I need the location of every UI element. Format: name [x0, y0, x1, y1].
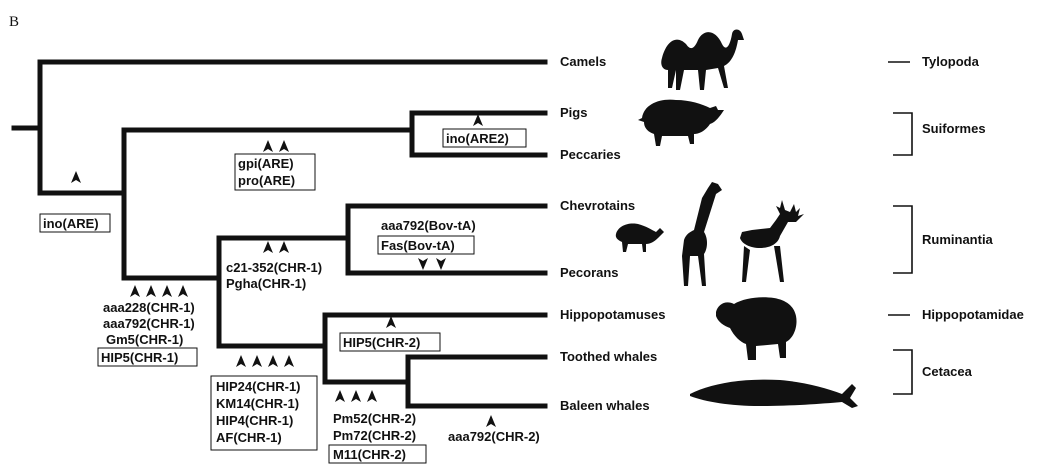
marker-c21: c21-352(CHR-1)	[226, 260, 322, 275]
arrowhead-aaa792-bovta	[418, 258, 428, 270]
arrowhead-c21	[263, 241, 273, 253]
marker-pgha: Pgha(CHR-1)	[226, 276, 306, 291]
marker-af: AF(CHR-1)	[216, 430, 282, 445]
marker-hip24: HIP24(CHR-1)	[216, 379, 301, 394]
hippopotamus-icon	[716, 297, 797, 360]
taxon-toothed-whales: Toothed whales	[560, 349, 657, 364]
arrowhead-hip5-chr1	[178, 285, 188, 297]
marker-labels: ino(ARE) gpi(ARE) pro(ARE) ino(ARE2) aaa…	[40, 129, 540, 463]
group-hippopotamidae: Hippopotamidae	[922, 307, 1024, 322]
taxon-pecorans: Pecorans	[560, 265, 619, 280]
marker-hip5-chr2: HIP5(CHR-2)	[343, 335, 420, 350]
marker-fas-bovta: Fas(Bov-tA)	[381, 238, 455, 253]
arrowhead-aaa792-chr2	[486, 415, 496, 427]
panel-label: B	[9, 14, 19, 30]
marker-aaa228: aaa228(CHR-1)	[103, 300, 195, 315]
taxon-camels: Camels	[560, 54, 606, 69]
arrowhead-pm72	[351, 390, 361, 402]
marker-aaa792-bovta: aaa792(Bov-tA)	[381, 218, 476, 233]
giraffe-icon	[682, 182, 722, 286]
marker-aaa792-chr2: aaa792(CHR-2)	[448, 429, 540, 444]
arrowhead-af	[284, 355, 294, 367]
tree-branches	[14, 62, 545, 406]
camel-icon	[661, 30, 744, 91]
chevrotain-icon	[616, 223, 664, 252]
marker-hip4: HIP4(CHR-1)	[216, 413, 293, 428]
marker-gm5: Gm5(CHR-1)	[106, 332, 183, 347]
arrowhead-hip24	[236, 355, 246, 367]
taxon-pigs: Pigs	[560, 105, 587, 120]
ruminantia-bracket	[893, 206, 912, 273]
group-tylopoda: Tylopoda	[922, 54, 980, 69]
arrowhead-aaa228	[130, 285, 140, 297]
arrowhead-hip5-chr2	[386, 316, 396, 328]
marker-pm72: Pm72(CHR-2)	[333, 428, 416, 443]
marker-km14: KM14(CHR-1)	[216, 396, 299, 411]
arrowhead-ino-are2	[473, 114, 483, 126]
arrowhead-km14	[252, 355, 262, 367]
group-ruminantia: Ruminantia	[922, 232, 994, 247]
marker-pro-are: pro(ARE)	[238, 173, 295, 188]
marker-gpi-are: gpi(ARE)	[238, 156, 294, 171]
whale-icon	[690, 380, 858, 408]
arrowhead-gm5	[162, 285, 172, 297]
arrowhead-aaa792-chr1	[146, 285, 156, 297]
group-cetacea: Cetacea	[922, 364, 973, 379]
taxon-baleen-whales: Baleen whales	[560, 398, 650, 413]
taxon-hippos: Hippopotamuses	[560, 307, 665, 322]
arrowhead-hip4	[268, 355, 278, 367]
arrowhead-fas-bovta	[436, 258, 446, 270]
marker-ino-are2: ino(ARE2)	[446, 131, 509, 146]
cetacea-bracket	[893, 350, 912, 394]
marker-hip5-chr1: HIP5(CHR-1)	[101, 350, 178, 365]
pig-icon	[638, 100, 724, 146]
arrowhead-pgha	[279, 241, 289, 253]
marker-ino-are: ino(ARE)	[43, 216, 99, 231]
marker-aaa792-chr1: aaa792(CHR-1)	[103, 316, 195, 331]
arrowhead-ino-are	[71, 171, 81, 183]
taxon-chevrotains: Chevrotains	[560, 198, 635, 213]
group-brackets: Tylopoda Suiformes Ruminantia Hippopotam…	[888, 54, 1024, 394]
marker-pm52: Pm52(CHR-2)	[333, 411, 416, 426]
arrowhead-pm52	[335, 390, 345, 402]
group-suiformes: Suiformes	[922, 121, 986, 136]
arrowhead-gpi	[263, 140, 273, 152]
deer-icon	[740, 200, 804, 282]
arrowhead-m11	[367, 390, 377, 402]
taxon-peccaries: Peccaries	[560, 147, 621, 162]
marker-m11: M11(CHR-2)	[333, 447, 406, 462]
suiformes-bracket	[893, 113, 912, 155]
arrowhead-pro	[279, 140, 289, 152]
